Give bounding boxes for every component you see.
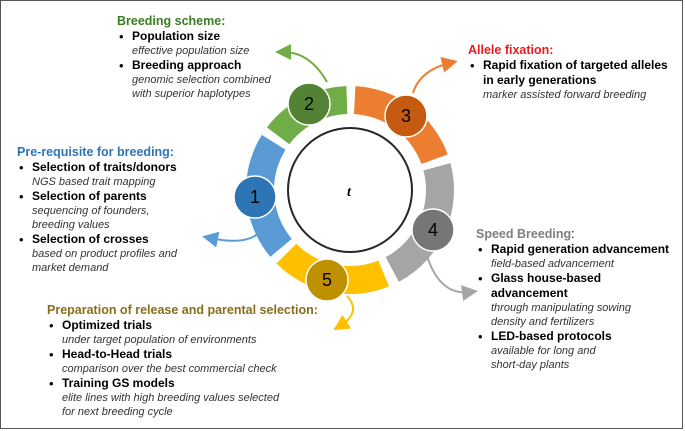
breeding-scheme-block: Breeding scheme: Population size effectiv… [117, 14, 327, 101]
release-list: Optimized trials under target population … [47, 318, 332, 419]
prerequisite-block: Pre-requisite for breeding: Selection of… [17, 145, 217, 275]
item-detail: field-based advancement [491, 258, 614, 270]
item-label: Training GS models [62, 376, 175, 390]
item-label: Rapid generation advancement [491, 242, 670, 256]
item-detail: NGS based trait mapping [32, 176, 156, 188]
item-label: Population size [132, 29, 221, 43]
speed-breeding-title: Speed Breeding: [476, 227, 681, 242]
list-item: LED-based protocols available for long an… [476, 329, 681, 372]
speed-breeding-list: Rapid generation advancement field-based … [476, 242, 681, 372]
item-detail: sequencing of founders, breeding values [32, 205, 150, 231]
item-label: Selection of crosses [32, 232, 149, 246]
item-label: Selection of parents [32, 189, 147, 203]
list-item: Head-to-Head trials comparison over the b… [47, 347, 332, 376]
speed-breeding-title-text: Speed Breeding [476, 227, 572, 241]
item-detail: marker assisted forward breeding [483, 89, 647, 101]
speed-breeding-block: Speed Breeding: Rapid generation advance… [476, 227, 681, 372]
item-detail: available for long and short-day plants [491, 345, 596, 371]
item-label: Rapid fixation of targeted alleles in ea… [483, 58, 668, 87]
item-label: Head-to-Head trials [62, 347, 173, 361]
item-label: Glass house-based advancement [491, 271, 602, 300]
stage-3-number: 3 [401, 106, 411, 126]
item-label: Breeding approach [132, 58, 242, 72]
stage-5-marker: 5 [305, 258, 349, 302]
breeding-scheme-list: Population size effective population size… [117, 29, 327, 101]
list-item: Training GS models elite lines with high … [47, 376, 332, 419]
center-circle [287, 127, 413, 253]
release-title: Preparation of release and parental sele… [47, 303, 318, 317]
prerequisite-title: Pre-requisite for breeding: [17, 145, 174, 159]
arrow-stage-1 [202, 221, 266, 248]
item-detail: effective population size [132, 45, 250, 57]
list-item: Population size effective population size [117, 29, 327, 58]
list-item: Selection of crosses based on product pro… [17, 232, 217, 275]
item-detail: comparison over the best commercial chec… [62, 363, 277, 375]
item-detail: genomic selection combined with superior… [132, 74, 271, 100]
stage-1-marker: 1 [233, 175, 277, 219]
item-detail: under target population of environments [62, 334, 257, 346]
list-item: Breeding approach genomic selection combi… [117, 58, 327, 101]
speed-breeding-title-suffix: : [571, 227, 575, 241]
arrow-stage-5 [333, 295, 355, 331]
allele-fixation-block: Allele fixation: Rapid fixation of targe… [468, 43, 673, 102]
stage-4-marker: 4 [411, 208, 455, 252]
list-item: Optimized trials under target population … [47, 318, 332, 347]
list-item: Rapid fixation of targeted alleles in ea… [468, 58, 673, 102]
list-item: Selection of parents sequencing of founde… [17, 189, 217, 232]
list-item: Rapid generation advancement field-based … [476, 242, 681, 271]
stage-2-number: 2 [304, 94, 314, 114]
breeding-scheme-title: Breeding scheme: [117, 14, 226, 28]
item-label: LED-based protocols [491, 329, 612, 343]
release-block: Preparation of release and parental sele… [47, 303, 332, 419]
allele-fixation-list: Rapid fixation of targeted alleles in ea… [468, 58, 673, 102]
arrow-stage-3 [412, 57, 458, 94]
center-label: t [347, 185, 352, 200]
arrow-stage-4 [426, 255, 478, 301]
item-label: Selection of traits/donors [32, 160, 177, 174]
item-detail: through manipulating sowing density and … [491, 302, 632, 328]
item-detail: elite lines with high breeding values se… [62, 392, 280, 418]
stage-1-number: 1 [250, 187, 260, 207]
item-label: Optimized trials [62, 318, 153, 332]
allele-fixation-title: Allele fixation: [468, 43, 554, 57]
item-detail: based on product profiles and market dem… [32, 248, 177, 274]
stage-3-marker: 3 [384, 94, 428, 138]
stage-4-number: 4 [428, 220, 438, 240]
stage-5-number: 5 [322, 270, 332, 290]
